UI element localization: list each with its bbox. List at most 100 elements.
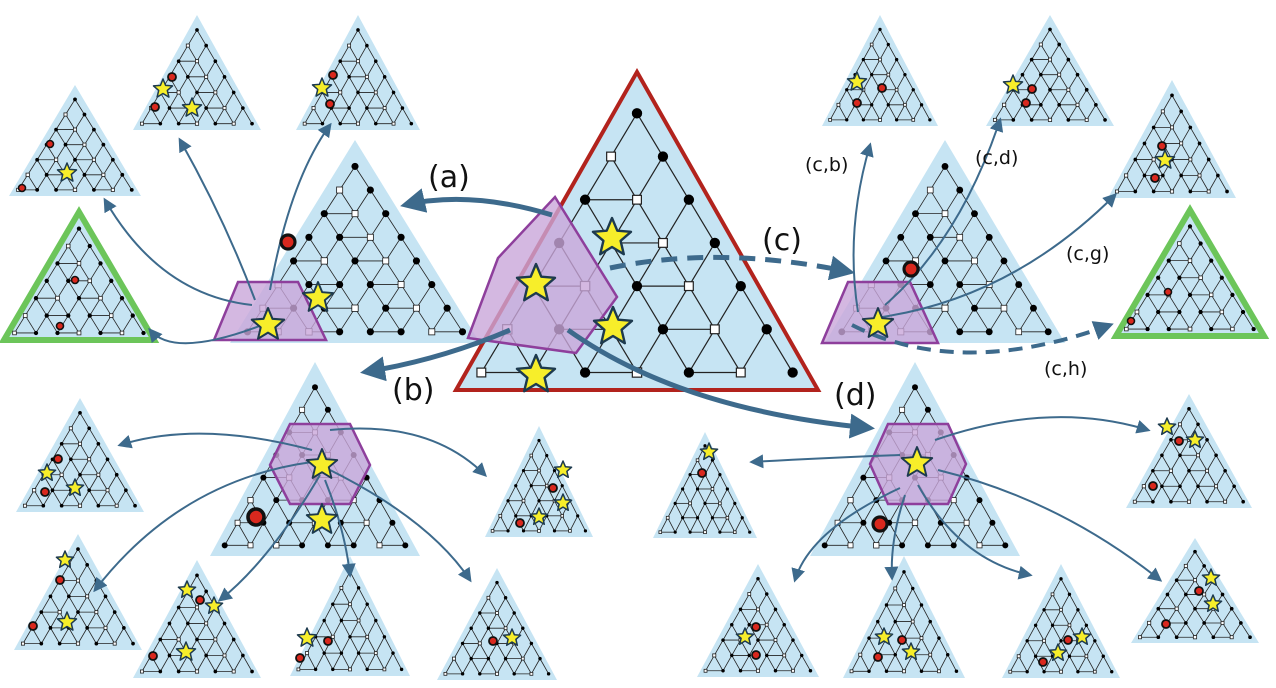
- lattice-node: [631, 280, 643, 292]
- lattice-node: [313, 667, 318, 672]
- lattice-node: [787, 367, 798, 378]
- lattice-node: [87, 313, 92, 318]
- lattice-node: [1042, 670, 1046, 674]
- lattice-node: [919, 103, 924, 107]
- square-node: [91, 157, 96, 162]
- lattice-node: [1151, 499, 1155, 504]
- label-d: (d): [834, 378, 876, 413]
- lattice-node: [54, 127, 58, 132]
- lattice-node: [1219, 275, 1224, 280]
- square-node: [356, 121, 360, 126]
- lattice-node: [78, 472, 82, 477]
- square-node: [886, 72, 891, 77]
- board-d6: [697, 564, 819, 677]
- lattice-node: [1209, 326, 1214, 332]
- lattice-node: [397, 233, 405, 241]
- lattice-node: [1020, 72, 1025, 77]
- lattice-node: [391, 90, 396, 95]
- square-node: [87, 278, 92, 284]
- lattice-node: [1205, 499, 1209, 504]
- board-triangle: [133, 15, 261, 130]
- square-node: [560, 514, 564, 518]
- square-node: [1187, 326, 1193, 332]
- lattice-node: [167, 621, 172, 626]
- lattice-node: [98, 261, 103, 266]
- lattice-node: [1142, 141, 1147, 146]
- lattice-node: [365, 106, 369, 110]
- lattice-node: [956, 186, 964, 194]
- lattice-node: [54, 188, 58, 192]
- board-c3: [1108, 80, 1236, 198]
- lattice-node: [57, 641, 62, 646]
- square-node: [568, 529, 572, 533]
- lattice-node: [213, 59, 218, 64]
- lattice-node: [1142, 173, 1147, 178]
- lattice-node: [260, 474, 267, 481]
- square-node: [195, 59, 199, 64]
- lattice-node: [899, 542, 906, 549]
- lattice-node: [129, 188, 134, 192]
- square-node: [364, 74, 369, 79]
- arrow-c: [609, 254, 855, 281]
- square-node: [1147, 620, 1152, 626]
- square-node: [140, 121, 144, 126]
- lattice-node: [213, 669, 218, 674]
- lattice-node: [48, 594, 53, 599]
- lattice-node: [351, 257, 359, 265]
- lattice-node: [76, 547, 80, 551]
- square-node: [234, 519, 241, 526]
- square-node: [1066, 87, 1071, 92]
- square-node: [537, 529, 541, 533]
- lattice-node: [867, 636, 871, 640]
- board-tokens: [17, 70, 1223, 667]
- square-node: [836, 102, 841, 107]
- lattice-node: [876, 619, 880, 624]
- square-node: [878, 57, 882, 62]
- lattice-node: [954, 669, 959, 674]
- lattice-node: [76, 296, 82, 301]
- lattice-node: [119, 296, 125, 301]
- lattice-node: [87, 426, 92, 431]
- square-node: [710, 487, 715, 491]
- square-node: [1187, 258, 1193, 263]
- square-node: [204, 621, 209, 626]
- red-node: [45, 139, 55, 149]
- square-node: [849, 669, 854, 674]
- lattice-node: [1029, 57, 1034, 62]
- square-node: [956, 233, 964, 241]
- lattice-nodes: [703, 576, 813, 673]
- square-node: [828, 118, 832, 122]
- lattice-node: [1094, 102, 1098, 107]
- lattice-node: [1220, 592, 1225, 597]
- lattice-node: [428, 280, 436, 289]
- lattice-edges: [705, 578, 811, 672]
- board-triangle: [1002, 564, 1120, 678]
- lattice-node: [124, 488, 128, 493]
- square-node: [1084, 654, 1089, 659]
- lattice-node: [1230, 292, 1235, 297]
- lattice-node: [1101, 654, 1105, 658]
- square-node: [657, 237, 668, 248]
- lattice-node: [59, 503, 64, 508]
- lattice-node: [1188, 189, 1193, 194]
- square-node: [503, 626, 508, 631]
- square-node: [366, 233, 374, 241]
- square-node: [709, 324, 720, 335]
- lattice-node: [721, 638, 725, 642]
- square-node: [428, 328, 436, 336]
- lattice-node: [1066, 118, 1071, 122]
- lattice-node: [250, 121, 254, 126]
- lattice-node: [945, 652, 950, 657]
- lattice-node: [537, 499, 541, 503]
- star-token: [37, 463, 57, 482]
- square-node: [498, 513, 503, 518]
- arrow-a-2: [178, 137, 256, 301]
- lattice-node: [924, 406, 931, 413]
- square-node: [1124, 326, 1129, 332]
- lattice-node: [1170, 93, 1174, 98]
- arrow-d-2: [934, 416, 1151, 441]
- lattice-node: [738, 607, 743, 612]
- square-node: [919, 636, 924, 641]
- lattice-node: [1229, 606, 1234, 611]
- lattice-node: [1196, 422, 1200, 427]
